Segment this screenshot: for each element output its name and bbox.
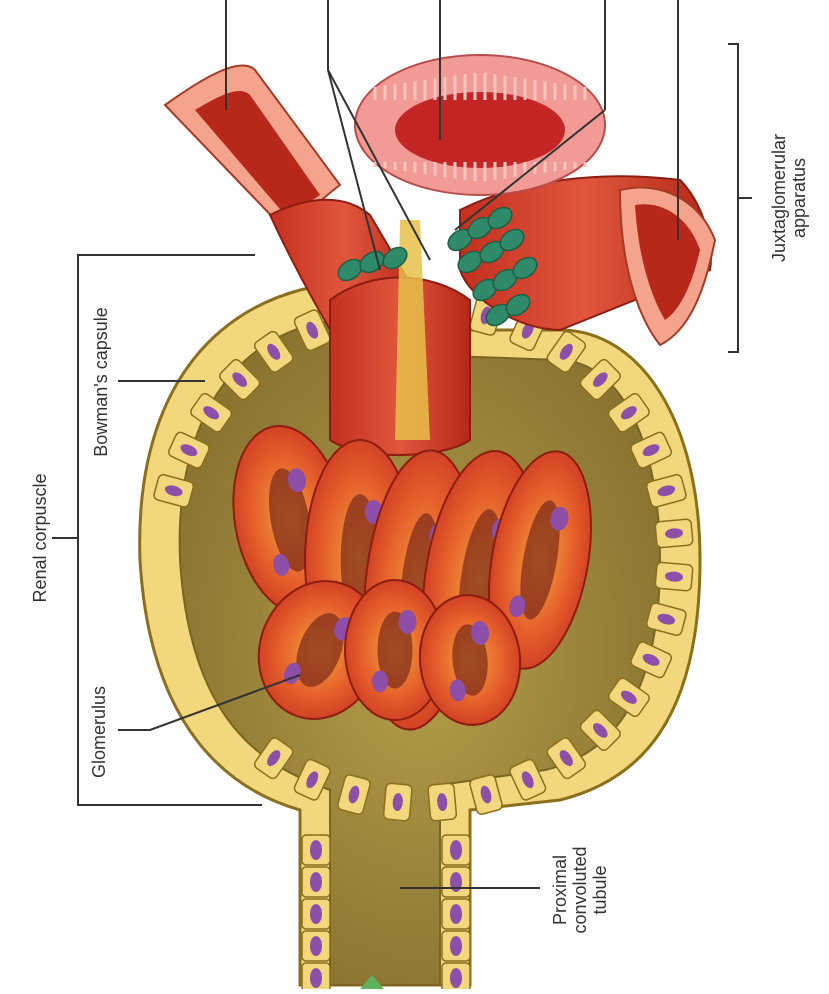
label-glomerulus: Glomerulus [89,672,109,792]
label-proximal-convoluted-tubule: Proximal convoluted tubule [550,830,610,950]
nucleus [310,872,322,892]
label-juxtaglomerular-apparatus: Juxtaglomerular apparatus [769,118,809,278]
capsule-cell [383,783,412,821]
nucleus [310,936,322,956]
nucleus [310,968,322,988]
label-bowmans-capsule: Bowman's capsule [91,302,111,462]
macula-densa [355,55,605,195]
juxtaglomerular-bracket [728,44,738,352]
nucleus [450,936,462,956]
label-renal-corpuscle: Renal corpuscle [30,458,50,618]
nucleus [310,904,322,924]
distal-tubule-lumen [395,92,565,168]
nucleus [450,968,462,988]
capsule-cell [655,562,693,591]
capsule-cell [655,519,693,548]
nucleus [310,840,322,860]
nucleus [450,904,462,924]
nucleus [450,840,462,860]
podocyte-nucleus [372,671,388,693]
podocyte-nucleus [399,610,417,634]
capsule-cell [428,783,457,821]
